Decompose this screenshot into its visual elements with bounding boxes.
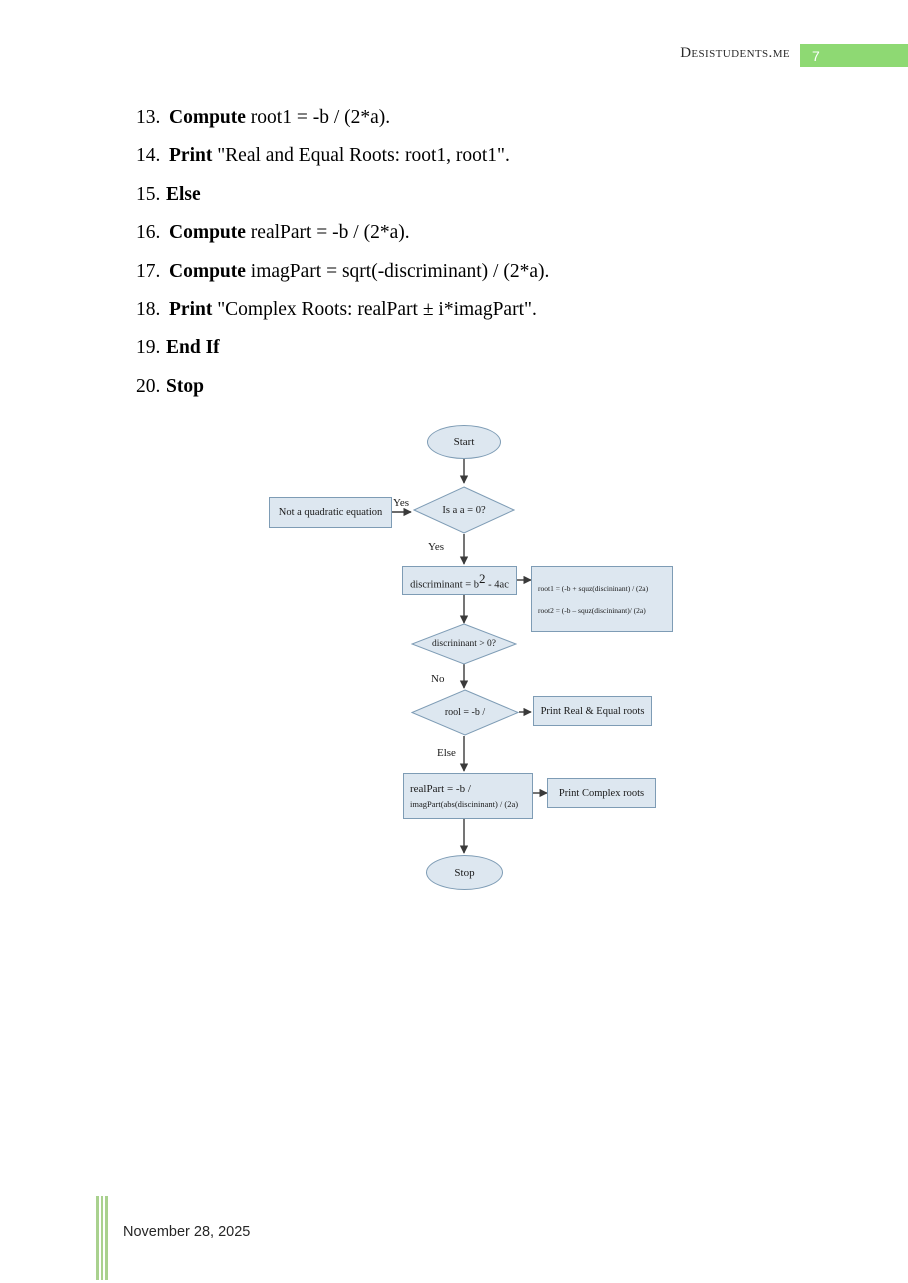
flow-node-discriminant-test[interactable]: discrininant > 0? — [411, 623, 517, 665]
header-brand-label: Desistudents.me — [680, 45, 790, 61]
edge-label-yes-down: Yes — [428, 541, 445, 553]
discriminant-formula-exponent: 2 — [479, 570, 486, 586]
complex-parts-line-1: realPart = -b / — [410, 783, 471, 795]
complex-parts-line-2: imagPart(abs(discininant) / (2a) — [410, 799, 519, 809]
list-item: 17. Compute imagPart = sqrt(-discriminant… — [136, 260, 756, 282]
footer-stripe-decoration — [96, 1196, 108, 1280]
step-body: imagPart = sqrt(-discriminant) / (2*a). — [245, 260, 550, 282]
step-number: 20. — [136, 375, 161, 397]
flow-node-discriminant-formula-label: discriminant = b2 - 4ac — [410, 571, 509, 591]
step-number: 13. — [136, 107, 161, 128]
flow-node-discriminant-test-label: discrininant > 0? — [432, 639, 496, 649]
footer-stripe — [96, 1196, 99, 1280]
step-body: "Complex Roots: realPart ± i*imagPart". — [212, 298, 537, 320]
list-item: 13. Compute root1 = -b / (2*a). — [136, 108, 756, 128]
pseudocode-step-list: 13. Compute root1 = -b / (2*a). 14. Print … — [136, 108, 756, 415]
list-item: 19.End If — [136, 338, 756, 358]
footer-date-label: November 28, 2025 — [123, 1224, 251, 1240]
flow-node-stop[interactable]: Stop — [426, 855, 503, 890]
list-item: 14. Print "Real and Equal Roots: root1, r… — [136, 146, 756, 166]
step-keyword: Print — [169, 145, 213, 167]
list-item: 16. Compute realPart = -b / (2*a). — [136, 223, 756, 243]
step-number: 14. — [136, 145, 161, 167]
flow-node-root-equal-label: rool = -b / — [444, 707, 486, 718]
step-keyword: Compute — [169, 260, 246, 282]
roots-formula-line-1: root1 = (-b + squz(discininant) / (2a) — [538, 583, 649, 593]
complex-parts-lines: realPart = -b / imagPart(abs(discininant… — [404, 783, 532, 809]
flow-node-discriminant-formula[interactable]: discriminant = b2 - 4ac — [402, 566, 517, 595]
list-item: 18. Print "Complex Roots: realPart ± i*im… — [136, 298, 756, 320]
list-item: 20.Stop — [136, 375, 756, 397]
flow-node-roots-formula[interactable]: root1 = (-b + squz(discininant) / (2a) r… — [531, 566, 673, 632]
flow-node-print-complex-roots[interactable]: Print Complex roots — [547, 778, 656, 808]
flow-node-print-real-equal-roots[interactable]: Print Real & Equal roots — [533, 696, 652, 726]
flow-node-not-a-quadratic-equation-label: Not a quadratic equation — [278, 507, 383, 518]
page-number-label: 7 — [812, 48, 820, 64]
roots-formula-lines: root1 = (-b + squz(discininant) / (2a) r… — [532, 584, 672, 615]
flow-node-start[interactable]: Start — [427, 425, 501, 459]
step-keyword: End If — [166, 337, 220, 359]
discriminant-formula-post: - 4ac — [485, 579, 509, 591]
footer-stripe — [100, 1196, 103, 1280]
step-number: 17. — [136, 260, 161, 282]
step-keyword: Compute — [169, 107, 246, 128]
flow-node-complex-parts[interactable]: realPart = -b / imagPart(abs(discininant… — [403, 773, 533, 819]
step-body: realPart = -b / (2*a). — [245, 222, 410, 244]
flow-node-root-equal[interactable]: rool = -b / — [411, 689, 519, 736]
step-keyword: Else — [166, 183, 201, 205]
edge-label-no: No — [431, 673, 445, 685]
page-header: Desistudents.me 7 — [0, 0, 908, 80]
flow-node-print-complex-roots-label: Print Complex roots — [558, 787, 645, 799]
flow-node-is-a-zero[interactable]: Is a a = 0? — [413, 486, 515, 534]
discriminant-formula-pre: discriminant = b — [410, 579, 480, 591]
roots-formula-line-2: root2 = (-b – squz(discininant)/ (2a) — [538, 605, 646, 615]
flow-node-start-label: Start — [453, 436, 475, 448]
footer-stripe — [105, 1196, 108, 1280]
flow-node-stop-label: Stop — [454, 866, 475, 879]
step-number: 16. — [136, 222, 161, 244]
list-item: 15.Else — [136, 183, 756, 205]
flow-node-print-real-equal-roots-label: Print Real & Equal roots — [540, 705, 645, 717]
step-body: "Real and Equal Roots: root1, root1". — [212, 145, 510, 167]
page-number-block — [800, 44, 908, 67]
flow-node-is-a-zero-label: Is a a = 0? — [442, 504, 486, 516]
step-body: root1 = -b / (2*a). — [245, 107, 391, 128]
edge-label-else: Else — [437, 747, 456, 759]
flow-node-not-a-quadratic-equation[interactable]: Not a quadratic equation — [269, 497, 392, 528]
edge-label-yes-left: Yes — [393, 497, 410, 509]
step-keyword: Stop — [166, 375, 204, 397]
step-number: 18. — [136, 298, 161, 320]
step-number: 19. — [136, 337, 161, 359]
step-number: 15. — [136, 183, 161, 205]
step-keyword: Print — [169, 298, 213, 320]
step-keyword: Compute — [169, 222, 246, 244]
